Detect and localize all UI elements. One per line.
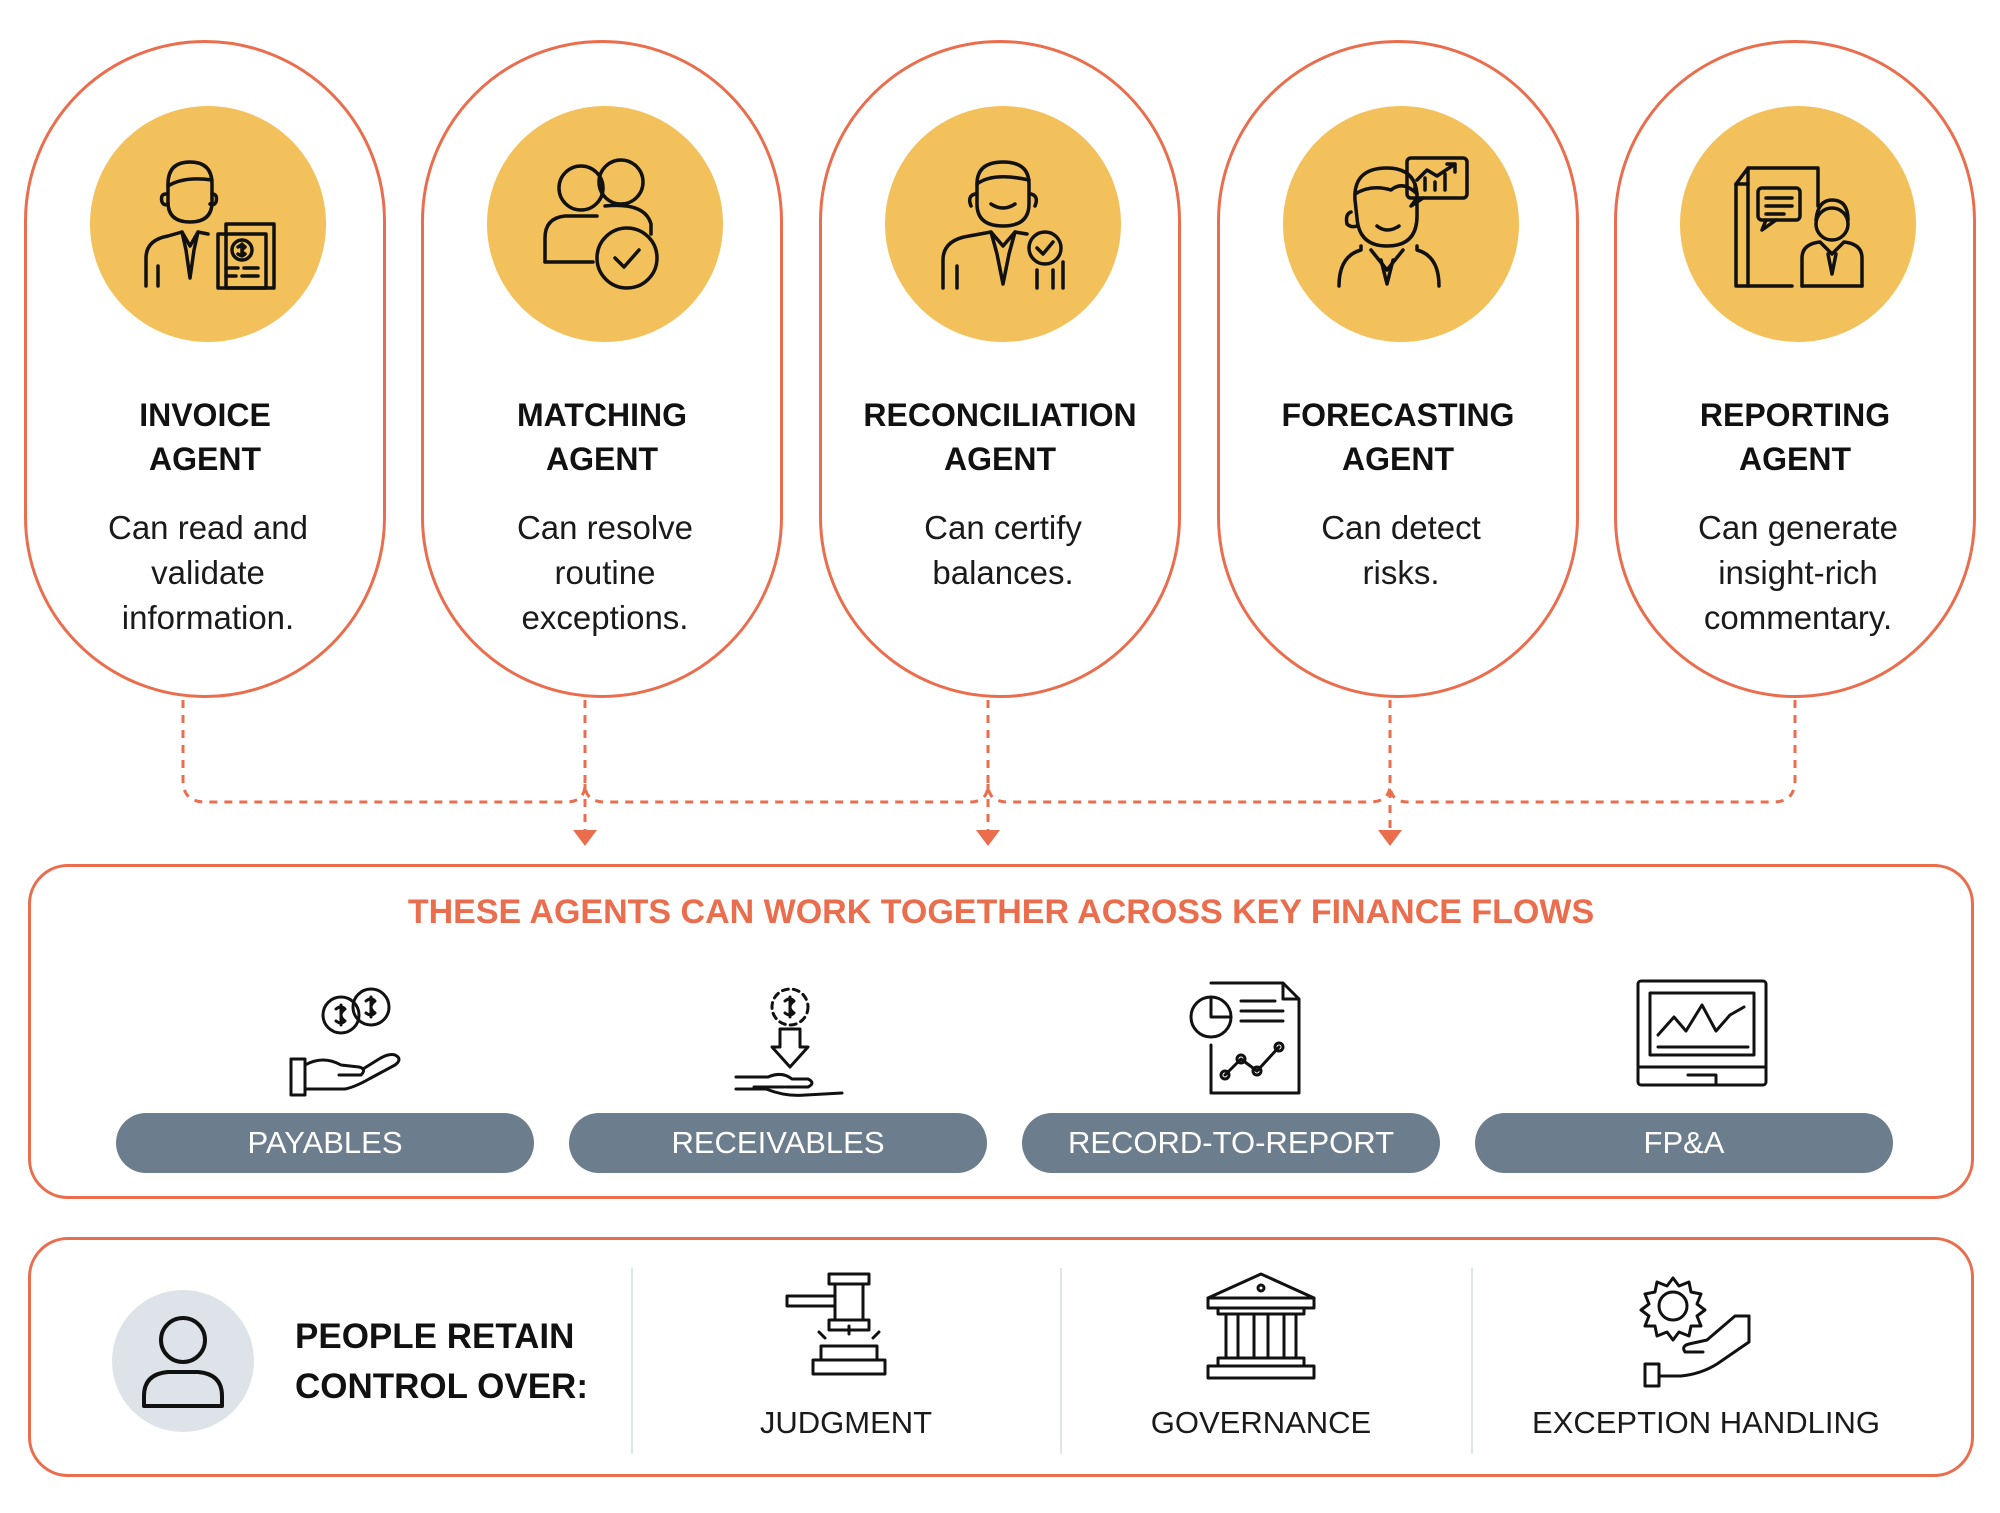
agent-description-line: Can certify [924, 509, 1082, 546]
agent-title-line: MATCHING [516, 397, 688, 433]
connector-invoice [181, 700, 587, 804]
monitor-chart-icon [1632, 975, 1772, 1105]
matching-agent-icon-circle [487, 106, 723, 342]
agent-title: MATCHING AGENT [424, 393, 780, 481]
invoice-agent-icon-circle [90, 106, 326, 342]
agent-description-line: Can resolve [516, 509, 694, 546]
agent-description-line: Can read and [108, 509, 308, 546]
finance-flows-title: THESE AGENTS CAN WORK TOGETHER ACROSS KE… [407, 893, 1595, 931]
agent-description-line: balances. [932, 554, 1074, 591]
agent-description-line: routine [554, 554, 656, 591]
agent-title-line: AGENT [1342, 441, 1454, 477]
agent-title-line: INVOICE [139, 397, 271, 433]
divider [1060, 1268, 1062, 1454]
people-retain-label: PEOPLE RETAIN CONTROL OVER: [295, 1312, 615, 1412]
flow-pill-payables[interactable]: PAYABLES [116, 1113, 534, 1173]
coins-hand-icon [273, 975, 413, 1105]
agent-description: Can resolve routine exceptions. [454, 505, 756, 640]
agent-title: FORECASTING AGENT [1220, 393, 1576, 481]
agent-title-line: RECONCILIATION [863, 397, 1137, 433]
agent-description-line: insight-rich [1718, 554, 1878, 591]
agent-title-line: AGENT [149, 441, 261, 477]
arrow-head [1378, 830, 1402, 846]
agent-title: INVOICE AGENT [27, 393, 383, 481]
reconciliation-agent-card: RECONCILIATION AGENT Can certify balance… [819, 40, 1181, 698]
people-label-line: CONTROL OVER: [295, 1367, 588, 1406]
arrow-head [573, 830, 597, 846]
agent-title: RECONCILIATION AGENT [822, 393, 1178, 481]
flow-pill-record-to-report[interactable]: RECORD-TO-REPORT [1022, 1113, 1440, 1173]
forecasting-agent-icon-circle [1283, 106, 1519, 342]
agent-connectors [181, 700, 1797, 846]
finance-flows-panel: THESE AGENTS CAN WORK TOGETHER ACROSS KE… [28, 864, 1974, 1199]
matching-agent-icon [543, 158, 659, 290]
agent-description: Can read and validate information. [57, 505, 359, 640]
connector-matching [583, 700, 990, 804]
agent-description-line: exceptions. [521, 599, 689, 636]
agent-description: Can certify balances. [852, 505, 1154, 595]
flow-pill-fpa[interactable]: FP&A [1475, 1113, 1893, 1173]
agent-description-line: validate [151, 554, 265, 591]
flow-pill-receivables[interactable]: RECEIVABLES [569, 1113, 987, 1173]
agent-title-line: AGENT [944, 441, 1056, 477]
forecasting-agent-card: FORECASTING AGENT Can detect risks. [1217, 40, 1579, 698]
gavel-icon [781, 1268, 911, 1393]
people-control-panel: PEOPLE RETAIN CONTROL OVER: [28, 1237, 1974, 1477]
divider [631, 1268, 633, 1454]
agent-description-line: information. [121, 599, 295, 636]
matching-agent-card: MATCHING AGENT Can resolve routine excep… [421, 40, 783, 698]
connector-reporting [1388, 700, 1797, 804]
invoice-agent-card: INVOICE AGENT Can read and validate info… [24, 40, 386, 698]
agent-title-line: AGENT [546, 441, 658, 477]
reporting-agent-card: REPORTING AGENT Can generate insight-ric… [1614, 40, 1976, 698]
institution-icon [1196, 1268, 1326, 1393]
agent-description-line: Can detect [1321, 509, 1481, 546]
control-label-judgment: JUDGMENT [759, 1405, 933, 1440]
reporting-agent-icon [1734, 166, 1864, 288]
invoice-agent-icon [144, 160, 276, 290]
people-label-line: PEOPLE RETAIN [295, 1317, 575, 1356]
divider [1471, 1268, 1473, 1454]
receive-money-icon [726, 975, 866, 1105]
arrow-head [976, 830, 1000, 846]
forecasting-agent-icon [1337, 156, 1469, 288]
agent-title-line: REPORTING [1699, 397, 1891, 433]
agent-description: Can generate insight-rich commentary. [1647, 505, 1949, 640]
agent-description-line: risks. [1362, 554, 1440, 591]
agent-description-line: Can generate [1698, 509, 1898, 546]
connector-reconciliation [986, 700, 1392, 804]
person-icon [142, 1316, 224, 1408]
agent-title-line: AGENT [1739, 441, 1851, 477]
agent-description-line: commentary. [1703, 599, 1893, 636]
control-label-exception-handling: EXCEPTION HANDLING [1532, 1405, 1880, 1440]
person-avatar [112, 1290, 254, 1432]
reporting-agent-icon-circle [1680, 106, 1916, 342]
agent-description: Can detect risks. [1250, 505, 1552, 595]
control-label-governance: GOVERNANCE [1150, 1405, 1372, 1440]
agent-title-line: FORECASTING [1281, 397, 1515, 433]
reconciliation-agent-icon [941, 160, 1065, 290]
report-document-icon [1179, 975, 1319, 1105]
reconciliation-agent-icon-circle [885, 106, 1121, 342]
gear-hand-icon [1631, 1268, 1761, 1393]
agent-title: REPORTING AGENT [1617, 393, 1973, 481]
